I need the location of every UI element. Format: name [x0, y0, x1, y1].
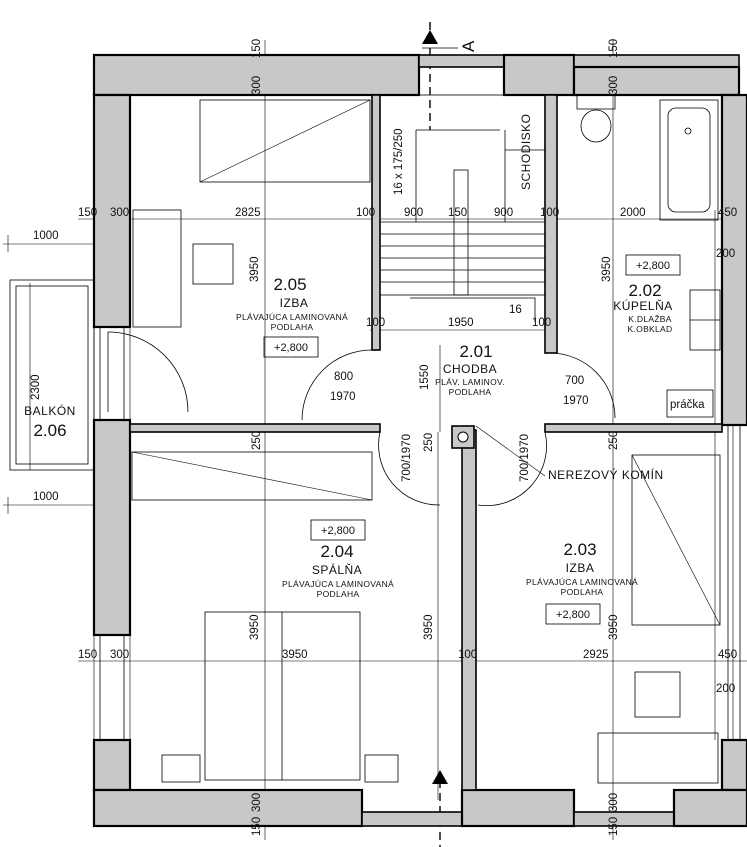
dim-row2-3950: 3950	[282, 649, 308, 661]
dim-205-3950: 3950	[249, 256, 261, 282]
room-205-level: +2,800	[274, 342, 308, 354]
room-205-floor-2: PODLAHA	[271, 322, 314, 332]
balcony-name: BALKÓN	[24, 403, 76, 418]
dim-row1-100b: 100	[540, 207, 559, 219]
dim-row2-150: 150	[78, 649, 97, 661]
dim-row1-100: 100	[356, 207, 375, 219]
room-201-number: 2.01	[459, 342, 492, 361]
dim-door-202-1970: 1970	[563, 395, 589, 407]
room-203-floor: PLÁVAJÚCA LAMINOVANÁ	[526, 577, 638, 587]
room-201-floor-2: PODLAHA	[449, 387, 492, 397]
dim-hall-1550: 1550	[419, 364, 431, 390]
dim-203-3950: 3950	[608, 614, 620, 640]
room-202-level: +2,800	[636, 260, 670, 272]
dim-row1-150: 150	[78, 207, 97, 219]
balcony	[9, 279, 95, 471]
room-203-level: +2,800	[556, 609, 590, 621]
dim-balcony-1000-bottom: 1000	[33, 491, 59, 503]
room-201-name: CHODBA	[443, 362, 497, 376]
windows	[99, 327, 741, 740]
dim-bottom-150-r: 150	[608, 817, 620, 836]
chimney-label: NEREZOVÝ KOMÍN	[548, 467, 664, 482]
exterior-walls	[92, 53, 747, 828]
staircase	[379, 94, 546, 322]
dim-bottom-150: 150	[251, 817, 263, 836]
room-204-floor: PLÁVAJÚCA LAMINOVANÁ	[282, 579, 394, 589]
dim-202-3950: 3950	[601, 256, 613, 282]
dim-hall-1950: 1950	[448, 317, 474, 329]
dim-200-top: 200	[716, 248, 735, 260]
dim-row1-900a: 900	[404, 207, 423, 219]
furniture-203	[597, 454, 721, 784]
dim-door-203: 700/1970	[519, 434, 531, 482]
dim-bottom-300-r: 300	[608, 793, 620, 812]
chimney-leader	[475, 425, 546, 477]
dim-row1-2000: 2000	[620, 207, 646, 219]
dim-hall-100a: 100	[366, 317, 385, 329]
room-201-floor: PLÁV. LAMINOV.	[435, 377, 505, 387]
dim-door-202-700: 700	[565, 375, 584, 387]
room-203-number: 2.03	[563, 540, 596, 559]
dimension-texts: 150 300 150 300 150 300 2825 100 900 150…	[30, 39, 737, 836]
room-labels: 2.05 IZBA PLÁVAJÚCA LAMINOVANÁ PODLAHA +…	[24, 40, 705, 625]
dim-row1-450: 450	[718, 207, 737, 219]
dim-row1-900b: 900	[494, 207, 513, 219]
dim-balcony-2300: 2300	[30, 374, 42, 400]
dim-mid-250b: 250	[423, 433, 435, 452]
stairs-label: SCHODISKO	[519, 113, 533, 190]
doors	[107, 331, 616, 506]
room-203-name: IZBA	[566, 561, 595, 575]
room-204-name: SPÁLŇA	[312, 562, 362, 577]
dim-top-300: 300	[251, 76, 263, 95]
room-205-name: IZBA	[280, 296, 309, 310]
dim-row1-2825: 2825	[235, 207, 261, 219]
dim-204-3950: 3950	[249, 614, 261, 640]
room-205-floor: PLÁVAJÚCA LAMINOVANÁ	[236, 312, 348, 322]
room-202-name: KÚPELŇA	[613, 298, 673, 313]
bathroom-fixtures	[576, 94, 721, 418]
washer-label: práčka	[670, 399, 705, 411]
room-204-floor-2: PODLAHA	[317, 589, 360, 599]
dim-door-205-1970: 1970	[330, 391, 356, 403]
balcony-number: 2.06	[33, 421, 66, 440]
dim-row1-150b: 150	[448, 207, 467, 219]
dim-hall-3950: 3950	[423, 614, 435, 640]
dim-mid-250a: 250	[251, 431, 263, 450]
dim-balcony-1000-top: 1000	[33, 230, 59, 242]
dim-bottom-300: 300	[251, 793, 263, 812]
dim-row2-100: 100	[458, 649, 477, 661]
dim-door-204: 700/1970	[401, 434, 413, 482]
furniture-204	[131, 451, 399, 783]
dim-row2-300: 300	[110, 649, 129, 661]
dim-hall-100b: 100	[532, 317, 551, 329]
section-label: A	[459, 40, 478, 52]
dim-row2-450: 450	[718, 649, 737, 661]
room-202-finish-2: K.OBKLAD	[628, 324, 673, 334]
room-204-level: +2,800	[321, 525, 355, 537]
room-205-number: 2.05	[273, 275, 306, 294]
room-202-finish-1: K.DLAŽBA	[628, 314, 672, 324]
dim-top-300-r: 300	[608, 76, 620, 95]
room-204-number: 2.04	[320, 542, 353, 561]
dim-top-150: 150	[251, 39, 263, 58]
dim-door-205-800: 800	[334, 371, 353, 383]
room-203-floor-2: PODLAHA	[561, 587, 604, 597]
stairs-steps: 16 x 175/250	[393, 128, 405, 195]
dim-row1-300: 300	[110, 207, 129, 219]
dim-mid-250c: 250	[608, 431, 620, 450]
dim-top-150-r: 150	[608, 39, 620, 58]
furniture-205	[132, 99, 371, 328]
room-202-number: 2.02	[628, 281, 661, 300]
dim-200-bottom: 200	[716, 683, 735, 695]
stairs-step-count: 16	[509, 304, 522, 316]
dim-row2-2925: 2925	[583, 649, 609, 661]
